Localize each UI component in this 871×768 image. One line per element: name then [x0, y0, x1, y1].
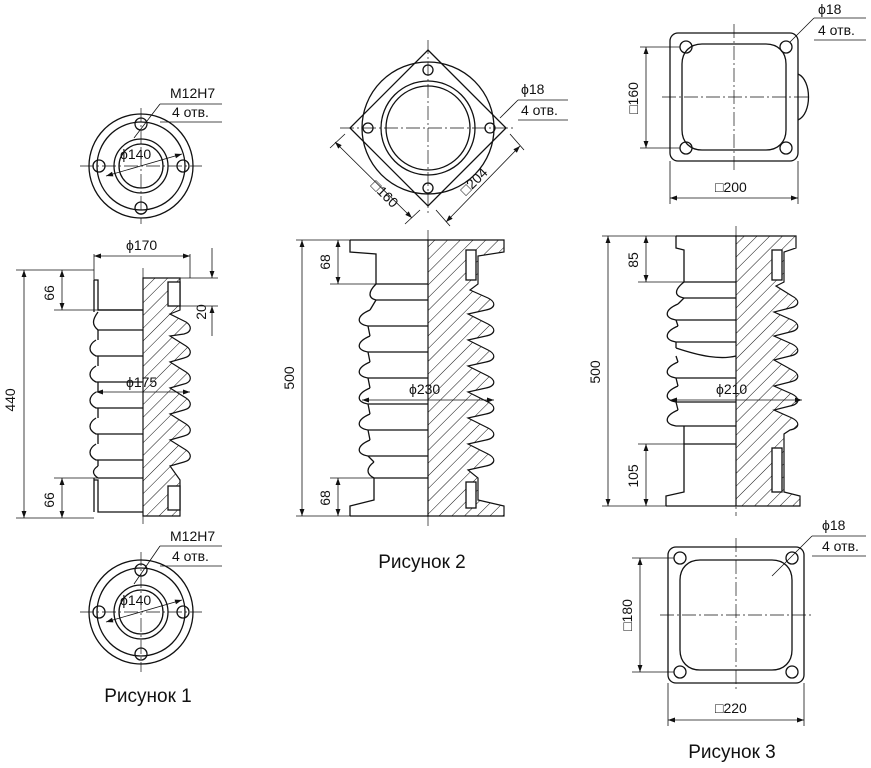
fig1-top-bolt-circle-label: ϕ140	[120, 146, 151, 162]
fig3-bottom-flange-view	[660, 538, 814, 692]
fig3-top-square-flange-label: □200	[715, 179, 747, 195]
fig3-side-view	[665, 226, 801, 516]
fig3-caption: Рисунок 3	[688, 742, 776, 763]
fig1-height-label: 440	[2, 388, 18, 412]
fig2-height-label: 500	[281, 366, 297, 390]
fig1-side-view	[89, 268, 191, 524]
fig3-height-label: 500	[587, 360, 603, 384]
fig2-flange-height-top-label: 68	[317, 254, 333, 270]
fig3-bottom-holes-label: 4 отв.	[822, 538, 859, 554]
fig3-bottom-hole-label: ϕ18	[822, 517, 846, 533]
fig1-top-thread-label: M12H7	[170, 85, 215, 101]
fig1-bottom-bolt-circle-label: ϕ140	[120, 592, 151, 608]
fig2-shed-diameter-label: ϕ230	[409, 381, 440, 397]
fig3-top-hole-label: ϕ18	[818, 1, 842, 17]
fig3-flange-height-top-label: 85	[625, 252, 641, 268]
fig2-caption: Рисунок 2	[378, 552, 466, 573]
fig1-shed-diameter-label: ϕ175	[126, 374, 157, 390]
fig1-flange-thickness-label: 20	[193, 304, 209, 320]
fig1-caption: Рисунок 1	[104, 686, 192, 707]
fig2-hole-label: ϕ18	[521, 81, 545, 97]
fig2-holes-label: 4 отв.	[521, 102, 558, 118]
fig1-bottom-flange-view	[80, 545, 222, 672]
fig1-top-holes-label: 4 отв.	[172, 104, 209, 120]
fig2-flange-plan-view	[340, 40, 516, 216]
fig3-top-flange-view	[662, 24, 810, 170]
fig1-flange-height-bottom-label: 66	[41, 492, 57, 508]
fig2-flange-height-bottom-label: 68	[317, 490, 333, 506]
fig1-bottom-holes-label: 4 отв.	[172, 548, 209, 564]
figure-2: □160 □204 ϕ18 4 отв. ϕ230	[281, 40, 568, 573]
fig2-square-bolt-label: □160	[368, 177, 402, 211]
fig3-bottom-square-flange-label: □220	[715, 700, 747, 716]
fig1-top-flange-view	[80, 103, 222, 224]
figure-1: ϕ140 M12H7 4 отв. ϕ170 ϕ	[2, 85, 222, 707]
fig1-flange-height-top-label: 66	[41, 285, 57, 301]
fig3-bottom-square-bolt-label: □180	[619, 599, 635, 631]
fig3-top-square-bolt-label: □160	[625, 82, 641, 114]
fig2-side-view	[349, 230, 505, 526]
fig3-shed-diameter-label: ϕ210	[716, 381, 747, 397]
fig3-top-holes-label: 4 отв.	[818, 22, 855, 38]
fig1-bottom-thread-label: M12H7	[170, 528, 215, 544]
fig3-flange-height-bottom-label: 105	[625, 464, 641, 488]
figure-3: □160 □200 ϕ18 4 отв. ϕ210	[587, 1, 866, 763]
fig1-flange-diameter-label: ϕ170	[126, 237, 157, 253]
